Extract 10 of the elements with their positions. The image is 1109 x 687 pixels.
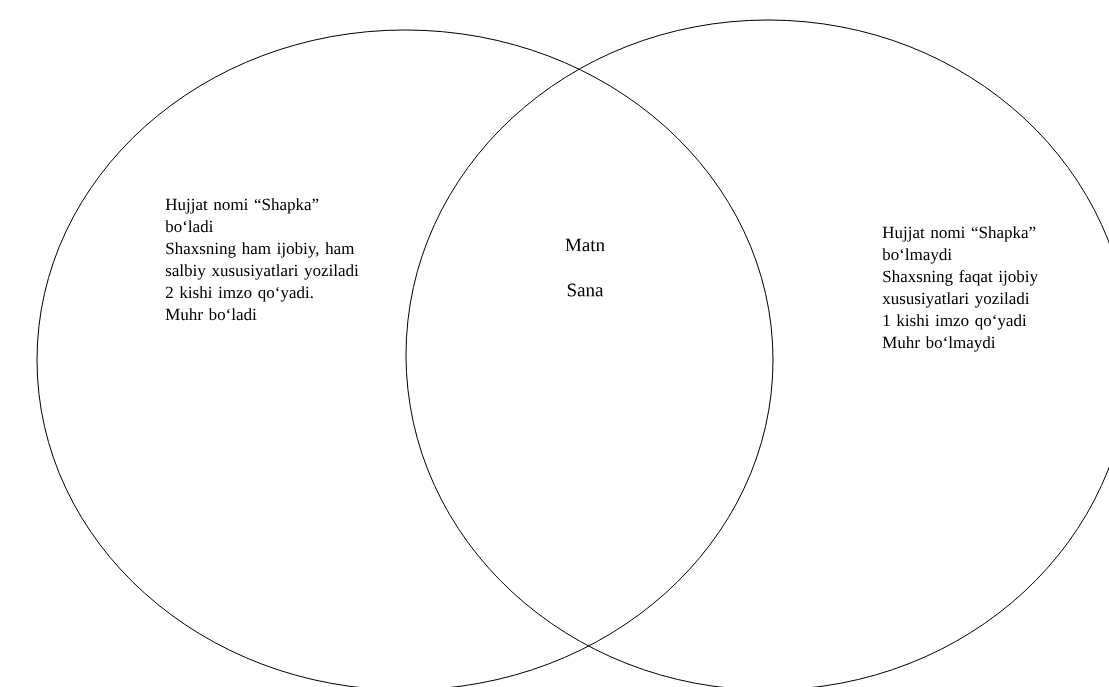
note-text: Shaxsning faqat ijobiy xususiyatlari yoziladi: [882, 270, 1038, 308]
note-text: 1 kishi imzo qo‘yadi: [883, 314, 1027, 330]
note-text: Hujjat nomi “Shapka” bo‘lmaydi: [882, 226, 1036, 264]
note-text: Muhr bo‘lmaydi: [882, 336, 996, 352]
label-text: Sana: [567, 283, 604, 297]
note-text: Shaxsning ham ijobiy, ham salbiy xususiyatlari yoziladi: [165, 242, 359, 280]
note-text: Hujjat nomi “Shapka” bo‘ladi: [165, 198, 319, 233]
label-text: Matn: [565, 238, 605, 252]
note-text: 2 kishi imzo qo‘yadi.: [165, 286, 313, 302]
note-text: Muhr bo‘ladi: [165, 308, 257, 321]
